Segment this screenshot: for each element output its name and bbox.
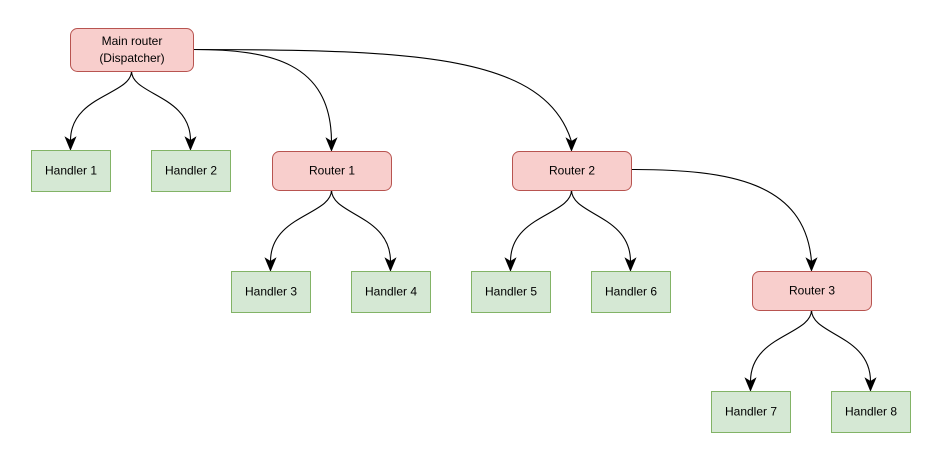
node-handler-3[interactable]: Handler 3 bbox=[231, 271, 311, 313]
edge-path bbox=[130, 70, 192, 142]
node-handler-6[interactable]: Handler 6 bbox=[591, 271, 671, 313]
edge-router-2-to-handler-5[interactable] bbox=[504, 189, 573, 272]
node-router-3[interactable]: Router 3 bbox=[752, 271, 872, 311]
node-shape bbox=[752, 271, 872, 311]
node-shape bbox=[512, 151, 632, 191]
edge-main-to-router-1[interactable] bbox=[192, 48, 338, 152]
node-shape bbox=[711, 391, 791, 433]
node-handler-2[interactable]: Handler 2 bbox=[151, 150, 231, 192]
node-main-router[interactable]: Main router (Dispatcher) bbox=[70, 28, 194, 72]
edge-router-3-to-handler-7[interactable] bbox=[744, 309, 813, 392]
node-shape bbox=[351, 271, 431, 313]
node-shape bbox=[272, 151, 392, 191]
edge-main-to-handler-2[interactable] bbox=[130, 70, 197, 151]
node-shape bbox=[471, 271, 551, 313]
arrowhead-icon bbox=[864, 377, 877, 392]
node-shape bbox=[70, 28, 194, 72]
edge-main-to-handler-1[interactable] bbox=[64, 70, 133, 151]
arrowhead-icon bbox=[624, 257, 637, 272]
edge-path bbox=[192, 48, 573, 143]
edge-layer bbox=[64, 48, 877, 392]
node-shape bbox=[831, 391, 911, 433]
edge-router-1-to-handler-3[interactable] bbox=[264, 189, 333, 272]
arrowhead-icon bbox=[744, 377, 757, 392]
arrowhead-icon bbox=[64, 136, 77, 151]
arrowhead-icon bbox=[184, 136, 197, 151]
edge-path bbox=[509, 189, 573, 263]
node-handler-4[interactable]: Handler 4 bbox=[351, 271, 431, 313]
node-shape bbox=[151, 150, 231, 192]
edge-router-2-to-router-3[interactable] bbox=[630, 168, 818, 272]
arrowhead-icon bbox=[565, 137, 578, 152]
edge-path bbox=[570, 189, 632, 263]
node-shape bbox=[231, 271, 311, 313]
node-handler-7[interactable]: Handler 7 bbox=[711, 391, 791, 433]
node-layer: Main router (Dispatcher) Handler 1 Handl… bbox=[31, 28, 911, 433]
edge-path bbox=[630, 168, 813, 263]
node-handler-5[interactable]: Handler 5 bbox=[471, 271, 551, 313]
node-shape bbox=[31, 150, 111, 192]
node-router-1[interactable]: Router 1 bbox=[272, 151, 392, 191]
edge-router-1-to-handler-4[interactable] bbox=[330, 189, 397, 272]
edge-path bbox=[269, 189, 333, 263]
arrowhead-icon bbox=[805, 257, 818, 272]
edge-router-3-to-handler-8[interactable] bbox=[810, 309, 877, 392]
edge-path bbox=[192, 48, 333, 143]
arrowhead-icon bbox=[504, 257, 517, 272]
node-handler-1[interactable]: Handler 1 bbox=[31, 150, 111, 192]
arrowhead-icon bbox=[325, 137, 338, 152]
node-router-2[interactable]: Router 2 bbox=[512, 151, 632, 191]
arrowhead-icon bbox=[384, 257, 397, 272]
node-handler-8[interactable]: Handler 8 bbox=[831, 391, 911, 433]
edge-path bbox=[749, 309, 813, 383]
arrowhead-icon bbox=[264, 257, 277, 272]
edge-router-2-to-handler-6[interactable] bbox=[570, 189, 637, 272]
edge-path bbox=[810, 309, 872, 383]
edge-main-to-router-2[interactable] bbox=[192, 48, 578, 152]
node-shape bbox=[591, 271, 671, 313]
edge-path bbox=[69, 70, 133, 142]
edge-path bbox=[330, 189, 392, 263]
